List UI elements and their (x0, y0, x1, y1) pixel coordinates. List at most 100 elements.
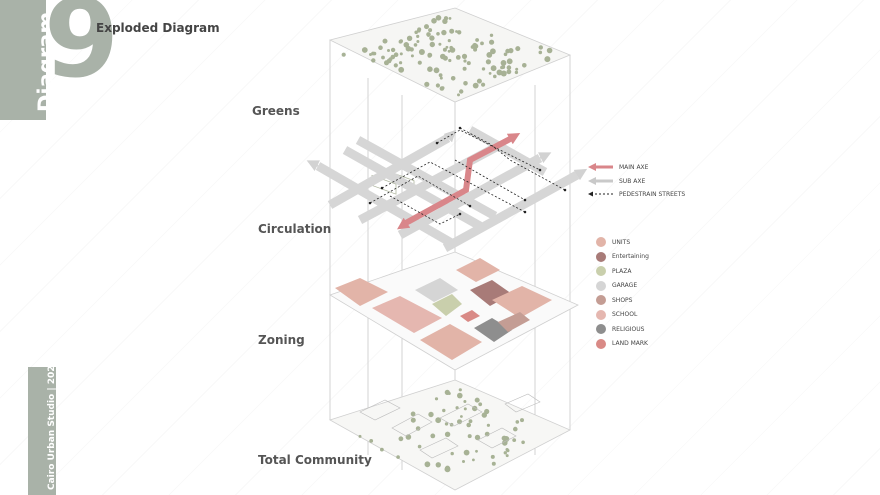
tree-icon (448, 58, 452, 63)
legend-sub-axe: SUB AXE (588, 175, 645, 187)
tree-icon (474, 434, 481, 441)
tree-icon (414, 30, 419, 35)
legend-pedestrian-label: PEDESTRAIN STREETS (619, 190, 686, 198)
tree-icon (491, 461, 496, 466)
tree-icon (426, 32, 431, 37)
legend-swatch (596, 338, 606, 349)
tree-icon (538, 50, 543, 55)
tree-icon (503, 436, 510, 442)
tree-icon (544, 56, 551, 63)
tree-icon (444, 466, 451, 473)
layer-label-greens: Greens (252, 104, 300, 118)
tree-icon (503, 52, 508, 57)
tree-icon (410, 411, 416, 417)
legend-sub-axe-label: SUB AXE (619, 177, 646, 185)
layer-label-zoning: Zoning (258, 333, 305, 347)
tree-icon (515, 67, 519, 71)
tree-icon (461, 53, 468, 60)
legend-swatch (596, 324, 606, 334)
community-trees (358, 388, 525, 473)
pedestrian-arrow-icon (588, 191, 613, 197)
tree-icon (481, 82, 486, 87)
tree-icon (500, 70, 507, 77)
tree-icon (476, 78, 482, 84)
tree-icon (396, 455, 400, 459)
greens-trees (341, 14, 553, 97)
circulation-layer (306, 126, 588, 252)
tree-icon (484, 431, 490, 437)
zone-units-4 (492, 286, 552, 318)
diagram-number: 9 (44, 0, 120, 102)
tree-icon (480, 41, 484, 46)
sub-axes (315, 126, 580, 252)
tree-icon (459, 89, 464, 94)
tree-icon (398, 66, 405, 73)
pedestrian-streets (368, 126, 567, 225)
tree-icon (538, 45, 543, 50)
tree-icon (427, 52, 433, 58)
tree-icon (386, 58, 392, 64)
tree-icon (371, 51, 375, 56)
tree-icon (515, 46, 521, 52)
tree-icon (398, 39, 403, 44)
tree-icon (447, 49, 451, 53)
tree-icon (463, 449, 470, 456)
legend-zoning-item: RELIGIOUS (596, 323, 644, 335)
tree-icon (413, 43, 418, 47)
tree-icon (434, 397, 439, 401)
tree-icon (490, 48, 496, 55)
zone-religious (474, 318, 512, 342)
tree-icon (520, 418, 524, 423)
legend-main-axe-label: MAIN AXE (619, 163, 649, 171)
tree-icon (486, 423, 490, 427)
tree-icon (430, 433, 436, 439)
tree-icon (450, 76, 456, 81)
tree-icon (433, 67, 440, 74)
tree-icon (435, 83, 440, 88)
legend-swatch (596, 309, 606, 320)
tree-icon (416, 40, 420, 43)
zone-units-2 (420, 324, 482, 360)
legend-zoning-label: Entertaining (612, 253, 649, 260)
legend-zoning-label: PLAZA (612, 267, 632, 275)
tree-icon (435, 14, 442, 21)
tree-icon (475, 449, 478, 453)
legend-swatch (596, 280, 606, 291)
page-title: Exploded Diagram (96, 21, 220, 35)
legend-zoning-label: RELIGIOUS (612, 325, 645, 333)
tree-icon (462, 460, 465, 463)
tree-icon (438, 73, 443, 78)
tree-icon (488, 72, 492, 75)
tree-icon (481, 67, 486, 71)
legend-zoning-label: GARAGE (612, 282, 638, 289)
tree-icon (444, 389, 450, 395)
tree-icon (436, 32, 440, 36)
tree-icon (361, 47, 368, 53)
legend-zoning-item: LAND MARK (596, 338, 648, 350)
tree-icon (478, 402, 483, 407)
tree-icon (445, 45, 449, 49)
legend-zoning-item: Entertaining (596, 251, 649, 263)
footer-tab (28, 367, 56, 495)
tree-icon (466, 61, 471, 66)
tree-icon (398, 436, 404, 442)
tree-icon (424, 81, 430, 87)
tree-icon (441, 29, 447, 36)
tree-icon (429, 41, 435, 48)
tree-icon (418, 49, 425, 55)
zone-school (372, 296, 442, 333)
community-buildings (359, 393, 541, 459)
legend-zoning-label: SCHOOL (612, 311, 638, 318)
tree-icon (513, 426, 518, 432)
tree-icon (387, 49, 390, 52)
tree-icon (435, 462, 441, 468)
tree-icon (505, 454, 509, 458)
legend-zoning-label: SHOPS (612, 296, 633, 304)
tree-icon (424, 24, 429, 30)
tree-icon (463, 59, 467, 63)
tree-icon (466, 422, 472, 428)
tree-icon (481, 412, 487, 418)
tree-icon (493, 74, 497, 79)
